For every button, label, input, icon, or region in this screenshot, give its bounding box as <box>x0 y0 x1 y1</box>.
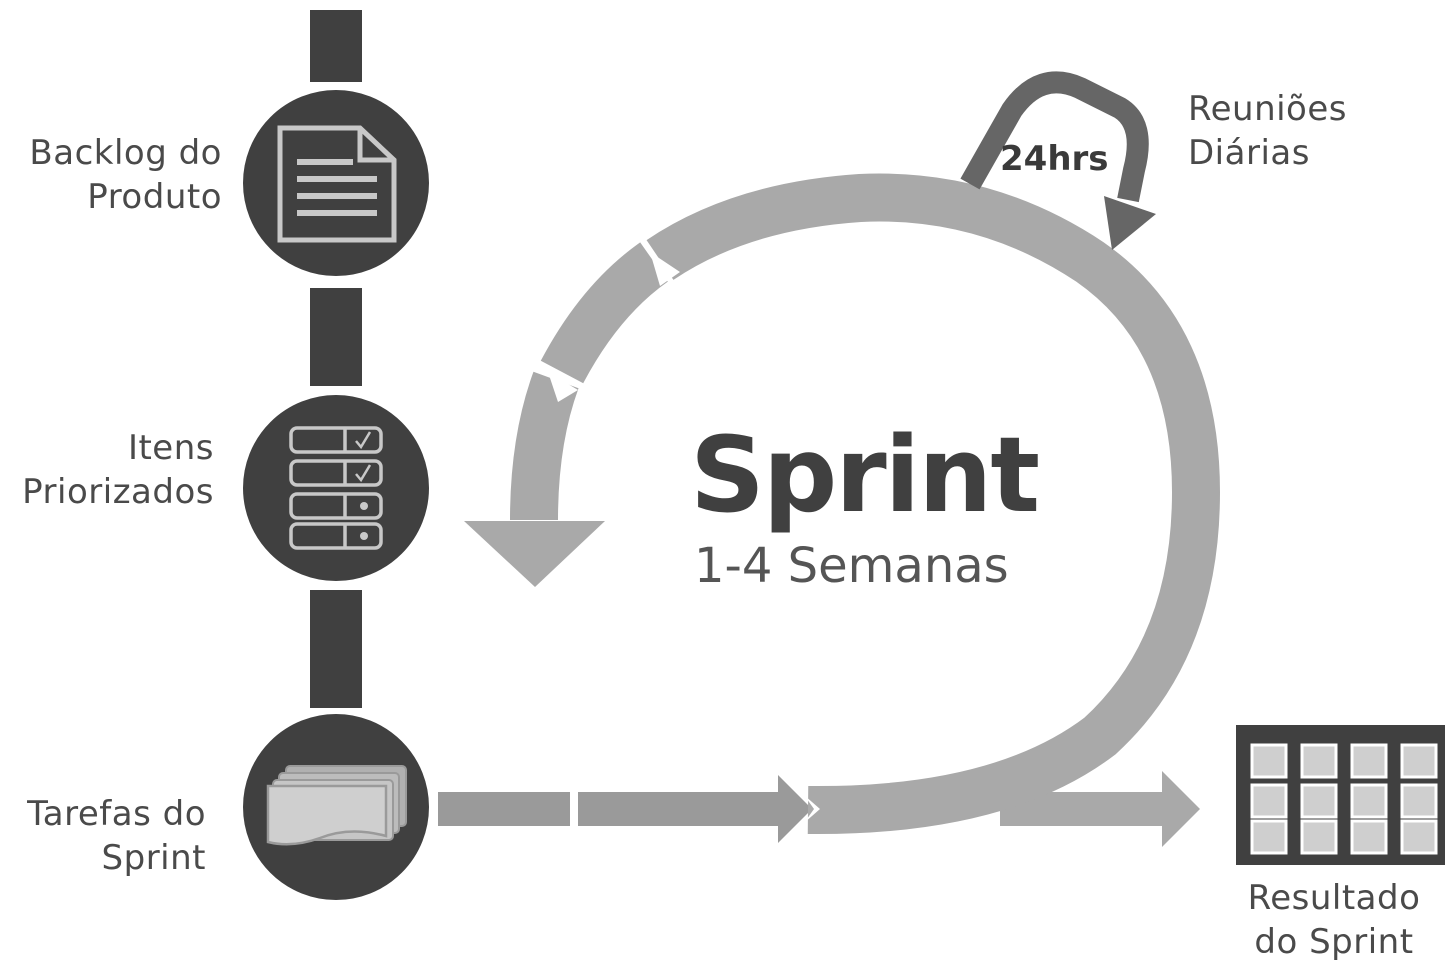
result-cell <box>1250 783 1288 819</box>
result-cell <box>1400 819 1438 855</box>
daily-meeting-label: Reuniões Diárias <box>1188 87 1438 175</box>
result-cell <box>1250 743 1288 779</box>
result-label-line2: do Sprint <box>1254 922 1414 962</box>
step-label-backlog-line1: Backlog do <box>29 133 222 173</box>
result-cell <box>1350 783 1388 819</box>
step-label-prioritized: Itens Priorizados <box>0 426 214 514</box>
sprint-loop-arrow <box>464 173 1221 835</box>
sprint-duration: 1-4 Semanas <box>694 538 1009 594</box>
result-label: Resultado do Sprint <box>1228 876 1440 964</box>
step-label-tasks: Tarefas do Sprint <box>0 792 206 880</box>
daily-loop-arrow <box>960 71 1156 250</box>
result-cell <box>1400 743 1438 779</box>
flow-arrow <box>438 775 812 843</box>
document-icon <box>237 84 435 282</box>
result-label-line1: Resultado <box>1247 878 1421 918</box>
result-cell <box>1300 743 1338 779</box>
result-cell <box>1350 743 1388 779</box>
checklist-icon <box>237 389 435 587</box>
cards-stack-icon <box>237 708 435 906</box>
daily-meeting-line1: Reuniões <box>1188 89 1347 129</box>
result-cell <box>1300 783 1338 819</box>
pipeline-bar <box>310 10 362 708</box>
step-label-prioritized-line1: Itens <box>127 428 214 468</box>
step-label-tasks-line2: Sprint <box>101 838 206 878</box>
sprint-title: Sprint <box>690 414 1040 536</box>
step-label-backlog-line2: Produto <box>87 177 222 217</box>
result-cell <box>1400 783 1438 819</box>
result-cell <box>1350 819 1388 855</box>
step-label-tasks-line1: Tarefas do <box>27 794 206 834</box>
result-cell <box>1250 819 1288 855</box>
result-cell <box>1300 819 1338 855</box>
step-label-backlog: Backlog do Produto <box>10 131 222 219</box>
result-grid-icon <box>1236 725 1445 865</box>
daily-meeting-line2: Diárias <box>1188 133 1310 173</box>
daily-cycle-label: 24hrs <box>1000 139 1109 179</box>
step-label-prioritized-line2: Priorizados <box>22 472 214 512</box>
